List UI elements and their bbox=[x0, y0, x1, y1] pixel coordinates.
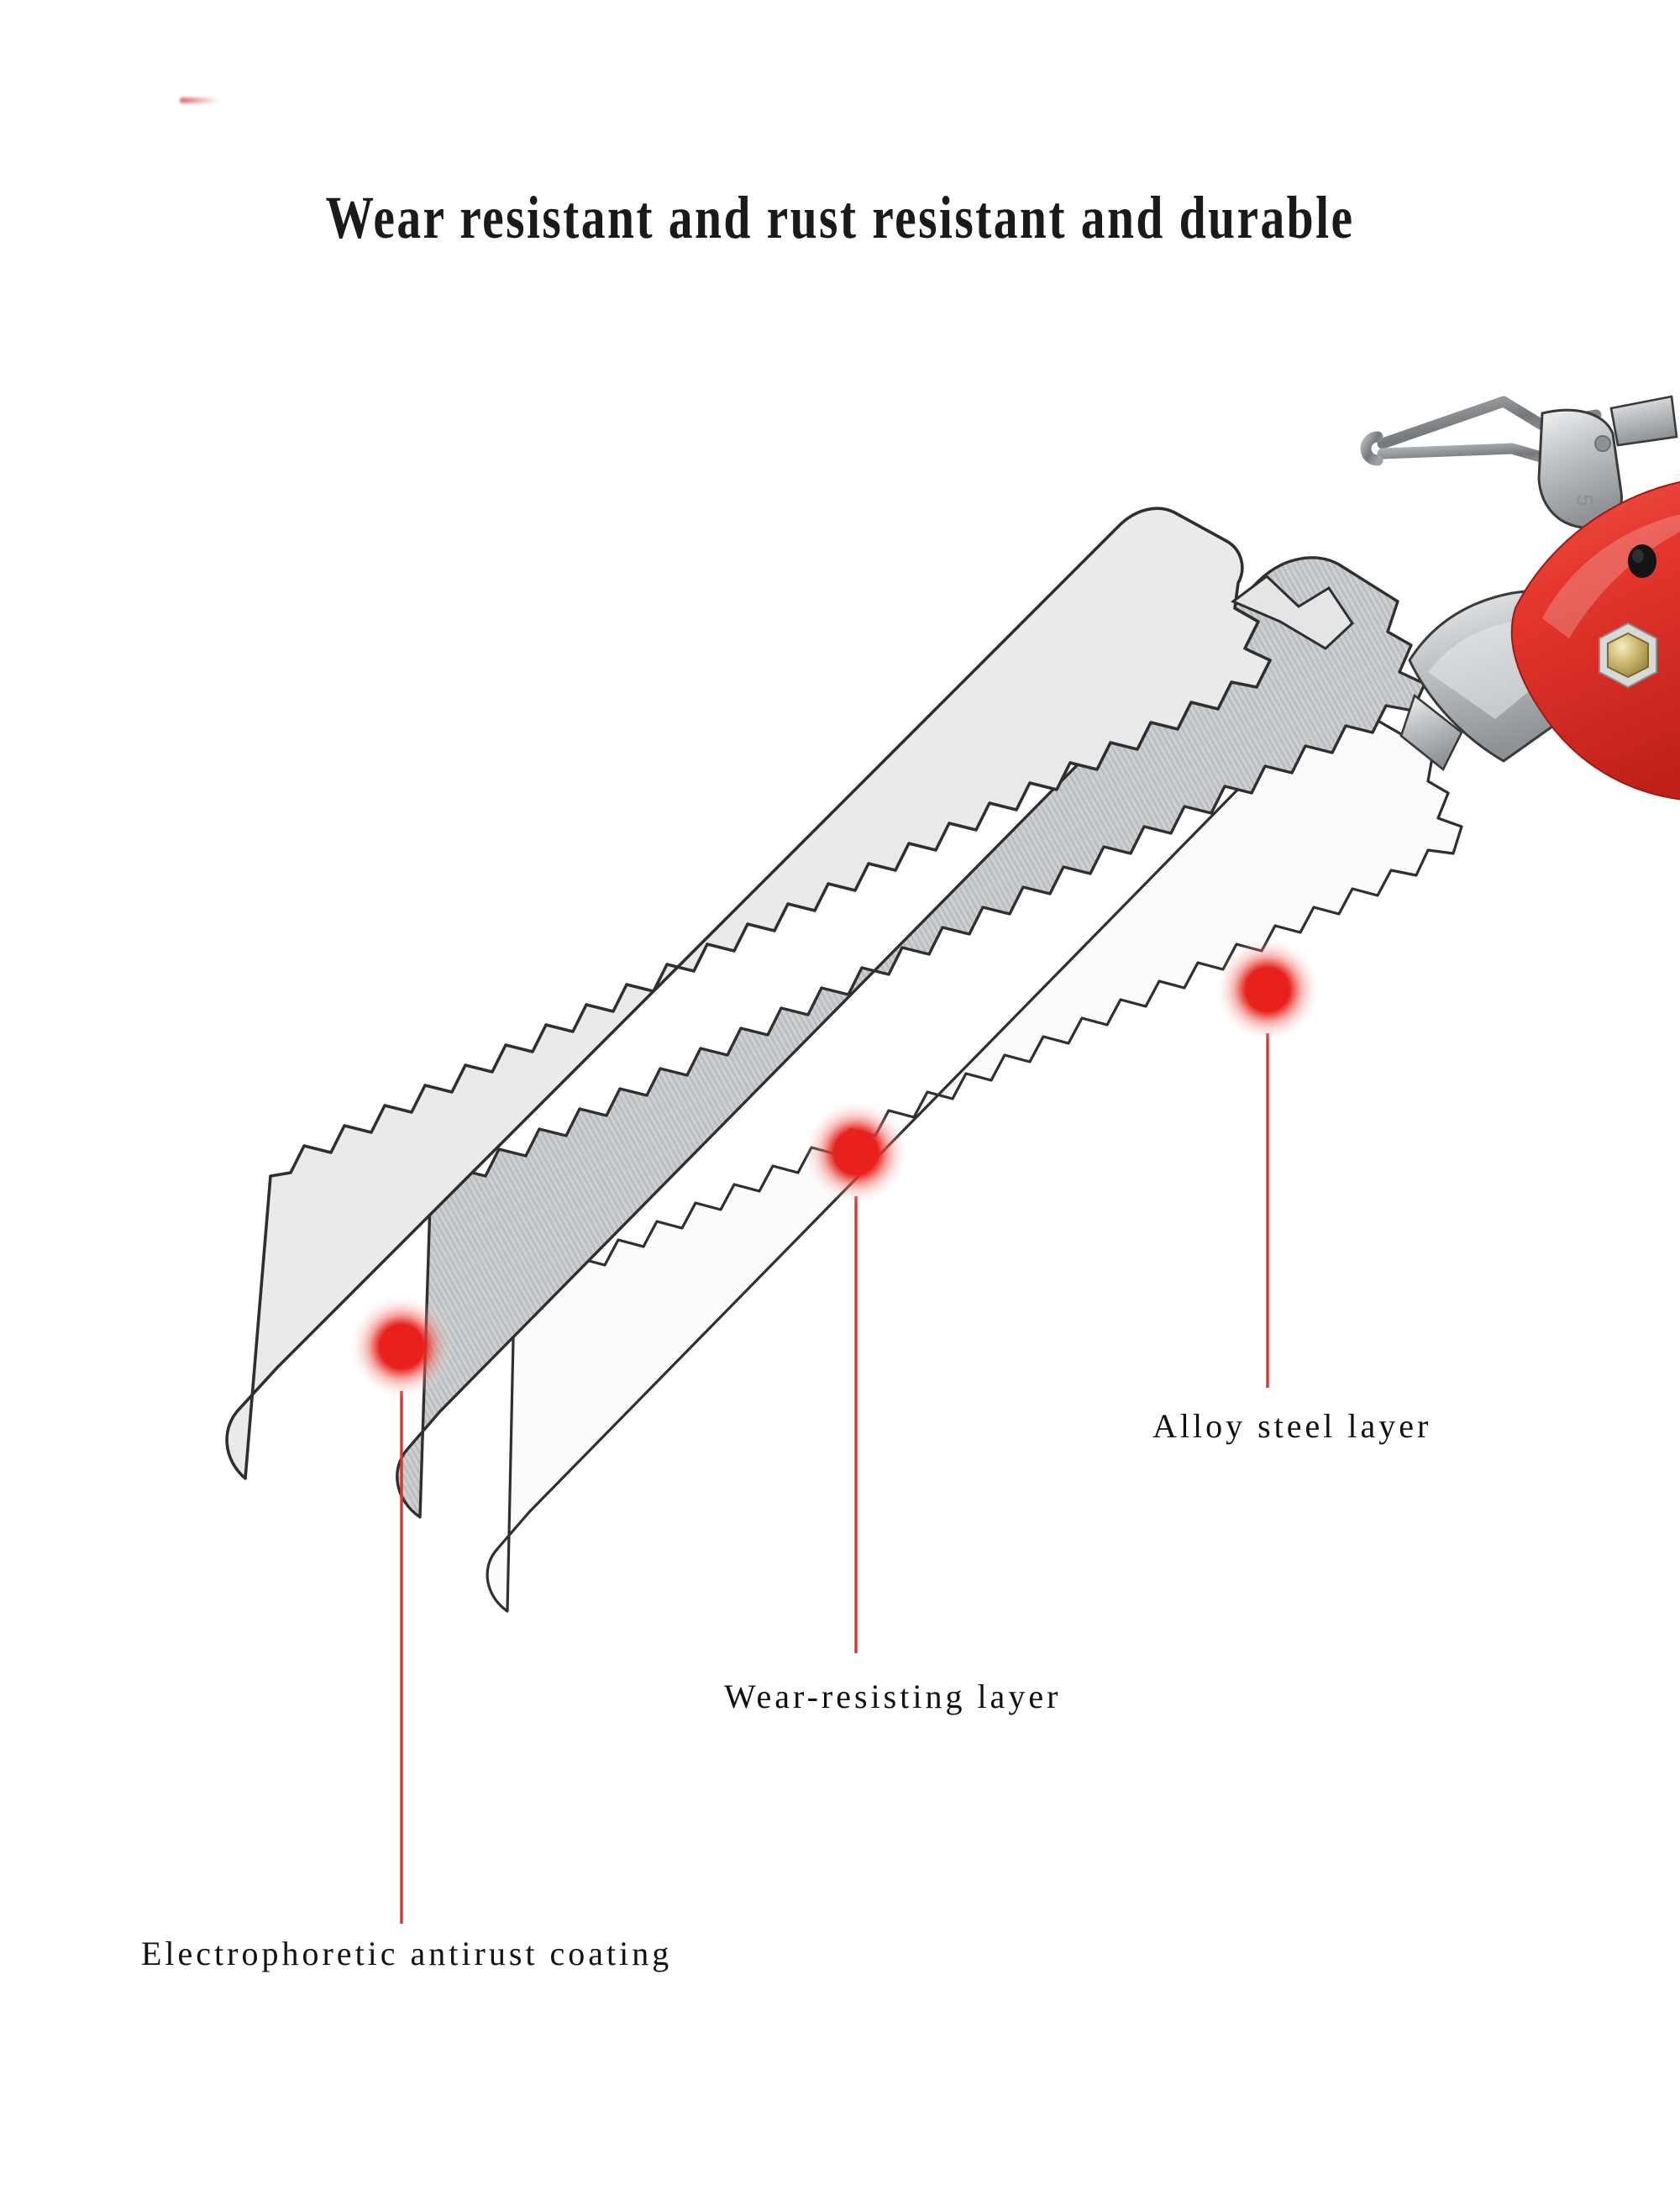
handle-pin-hole bbox=[1628, 544, 1656, 578]
marker-dot-alloy-steel bbox=[1215, 937, 1320, 1042]
blade-layer-alloy-steel bbox=[396, 556, 1426, 1519]
callout-label-electrophoretic: Electrophoretic antirust coating bbox=[141, 1935, 673, 1972]
red-smudge-artifact bbox=[180, 97, 217, 103]
marker-dot-wear-resisting bbox=[804, 1100, 908, 1205]
saw-handle-assembly: 5 bbox=[1360, 395, 1680, 801]
callout-label-alloy-steel: Alloy steel layer bbox=[1152, 1407, 1432, 1445]
marker-dots bbox=[349, 937, 1320, 1399]
callout-label-wear-resisting: Wear-resisting layer bbox=[724, 1678, 1062, 1715]
handle-body bbox=[1510, 481, 1680, 801]
blade-layer-coating bbox=[486, 708, 1463, 1613]
blade-tang-detail bbox=[1231, 575, 1354, 650]
blade-layer-top bbox=[225, 507, 1272, 1480]
leader-lines bbox=[400, 1033, 1269, 1924]
hex-bolt bbox=[1599, 622, 1657, 689]
page-title: Wear resistant and rust resistant and du… bbox=[325, 184, 1355, 252]
marker-dot-electrophoretic bbox=[349, 1294, 454, 1399]
handle-engraving: 5 bbox=[1572, 494, 1597, 507]
